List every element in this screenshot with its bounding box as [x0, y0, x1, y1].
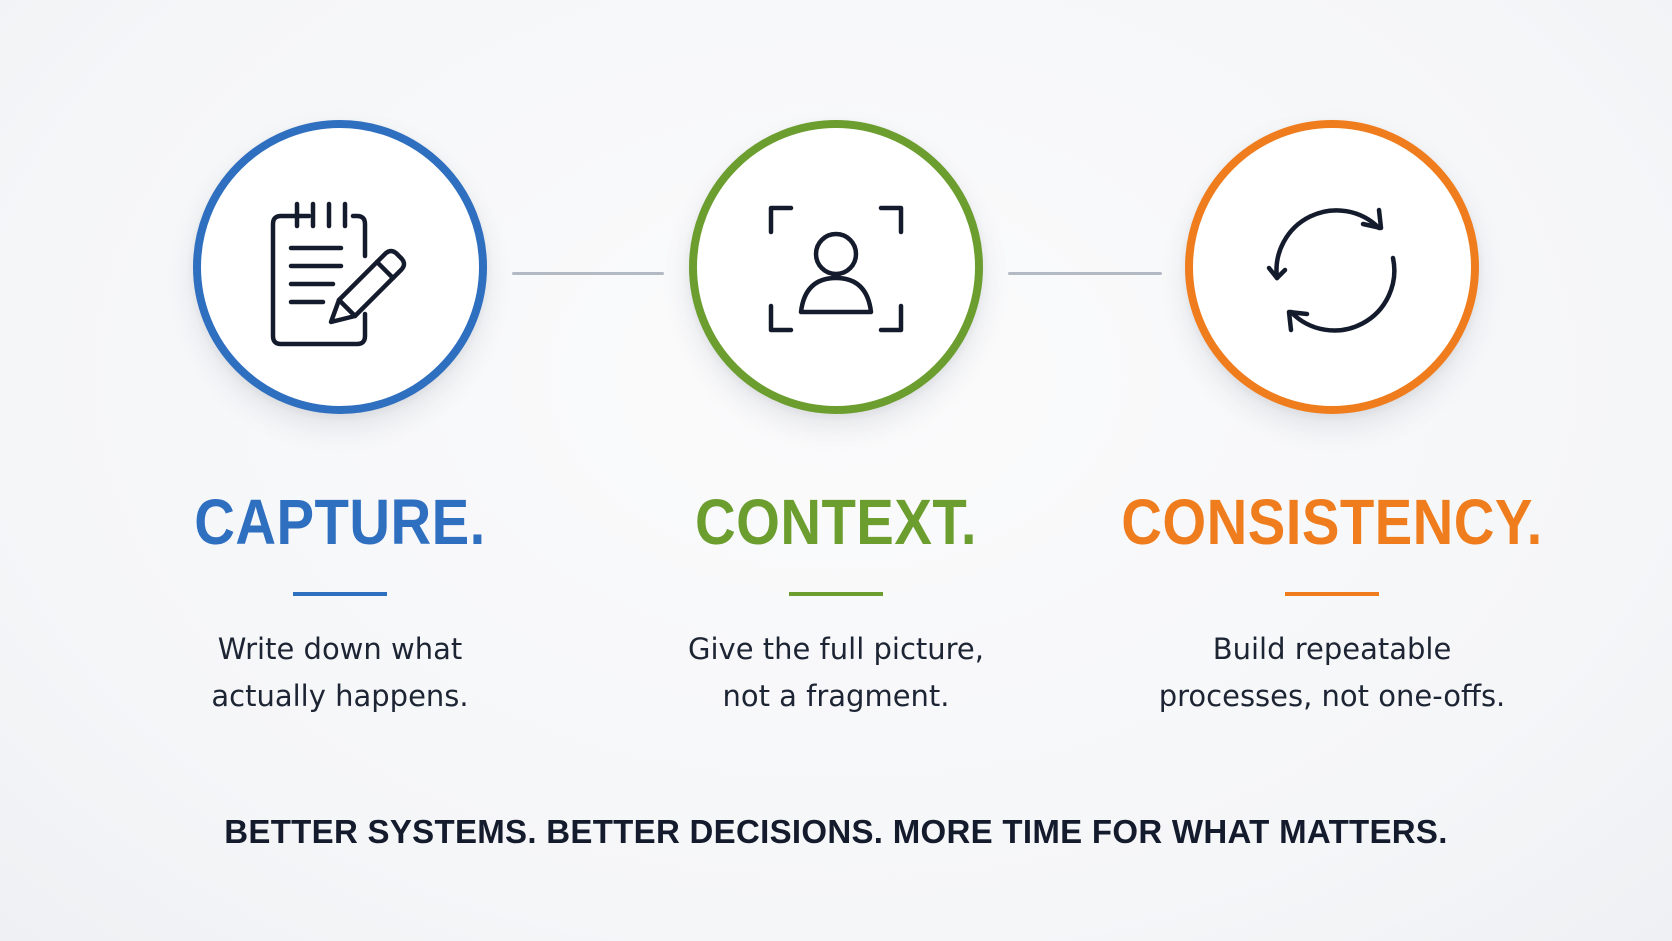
capture-description-line-1: Write down what	[217, 632, 463, 666]
pillar-consistency: CONSISTENCY. Build repeatable processes,…	[1092, 0, 1572, 760]
context-underline	[789, 592, 883, 596]
consistency-description: Build repeatable processes, not one-offs…	[1092, 626, 1572, 720]
notepad-pencil-icon	[270, 201, 407, 347]
consistency-description-line-1: Build repeatable	[1212, 632, 1452, 666]
capture-underline	[293, 592, 387, 596]
context-title: CONTEXT.	[694, 486, 978, 558]
context-description: Give the full picture, not a fragment.	[596, 626, 1076, 720]
consistency-underline	[1285, 592, 1379, 596]
tagline: BETTER SYSTEMS. BETTER DECISIONS. MORE T…	[224, 813, 1448, 850]
context-description-line-1: Give the full picture,	[688, 632, 984, 666]
context-circle	[689, 120, 983, 414]
capture-description-line-2: actually happens.	[211, 679, 469, 713]
capture-circle	[193, 120, 487, 414]
consistency-description-line-2: processes, not one-offs.	[1158, 679, 1506, 713]
capture-description: Write down what actually happens.	[100, 626, 580, 720]
pillar-capture: CAPTURE. Write down what actually happen…	[100, 0, 580, 760]
connector-line-2	[1008, 272, 1162, 275]
pillar-context: CONTEXT. Give the full picture, not a fr…	[596, 0, 1076, 760]
connector-line-1	[512, 272, 664, 275]
consistency-title: CONSISTENCY.	[1121, 486, 1543, 558]
context-description-line-2: not a fragment.	[722, 679, 950, 713]
consistency-circle	[1185, 120, 1479, 414]
person-focus-frame-icon	[768, 205, 904, 333]
capture-title: CAPTURE.	[194, 486, 486, 558]
refresh-cycle-icon	[1266, 207, 1397, 333]
